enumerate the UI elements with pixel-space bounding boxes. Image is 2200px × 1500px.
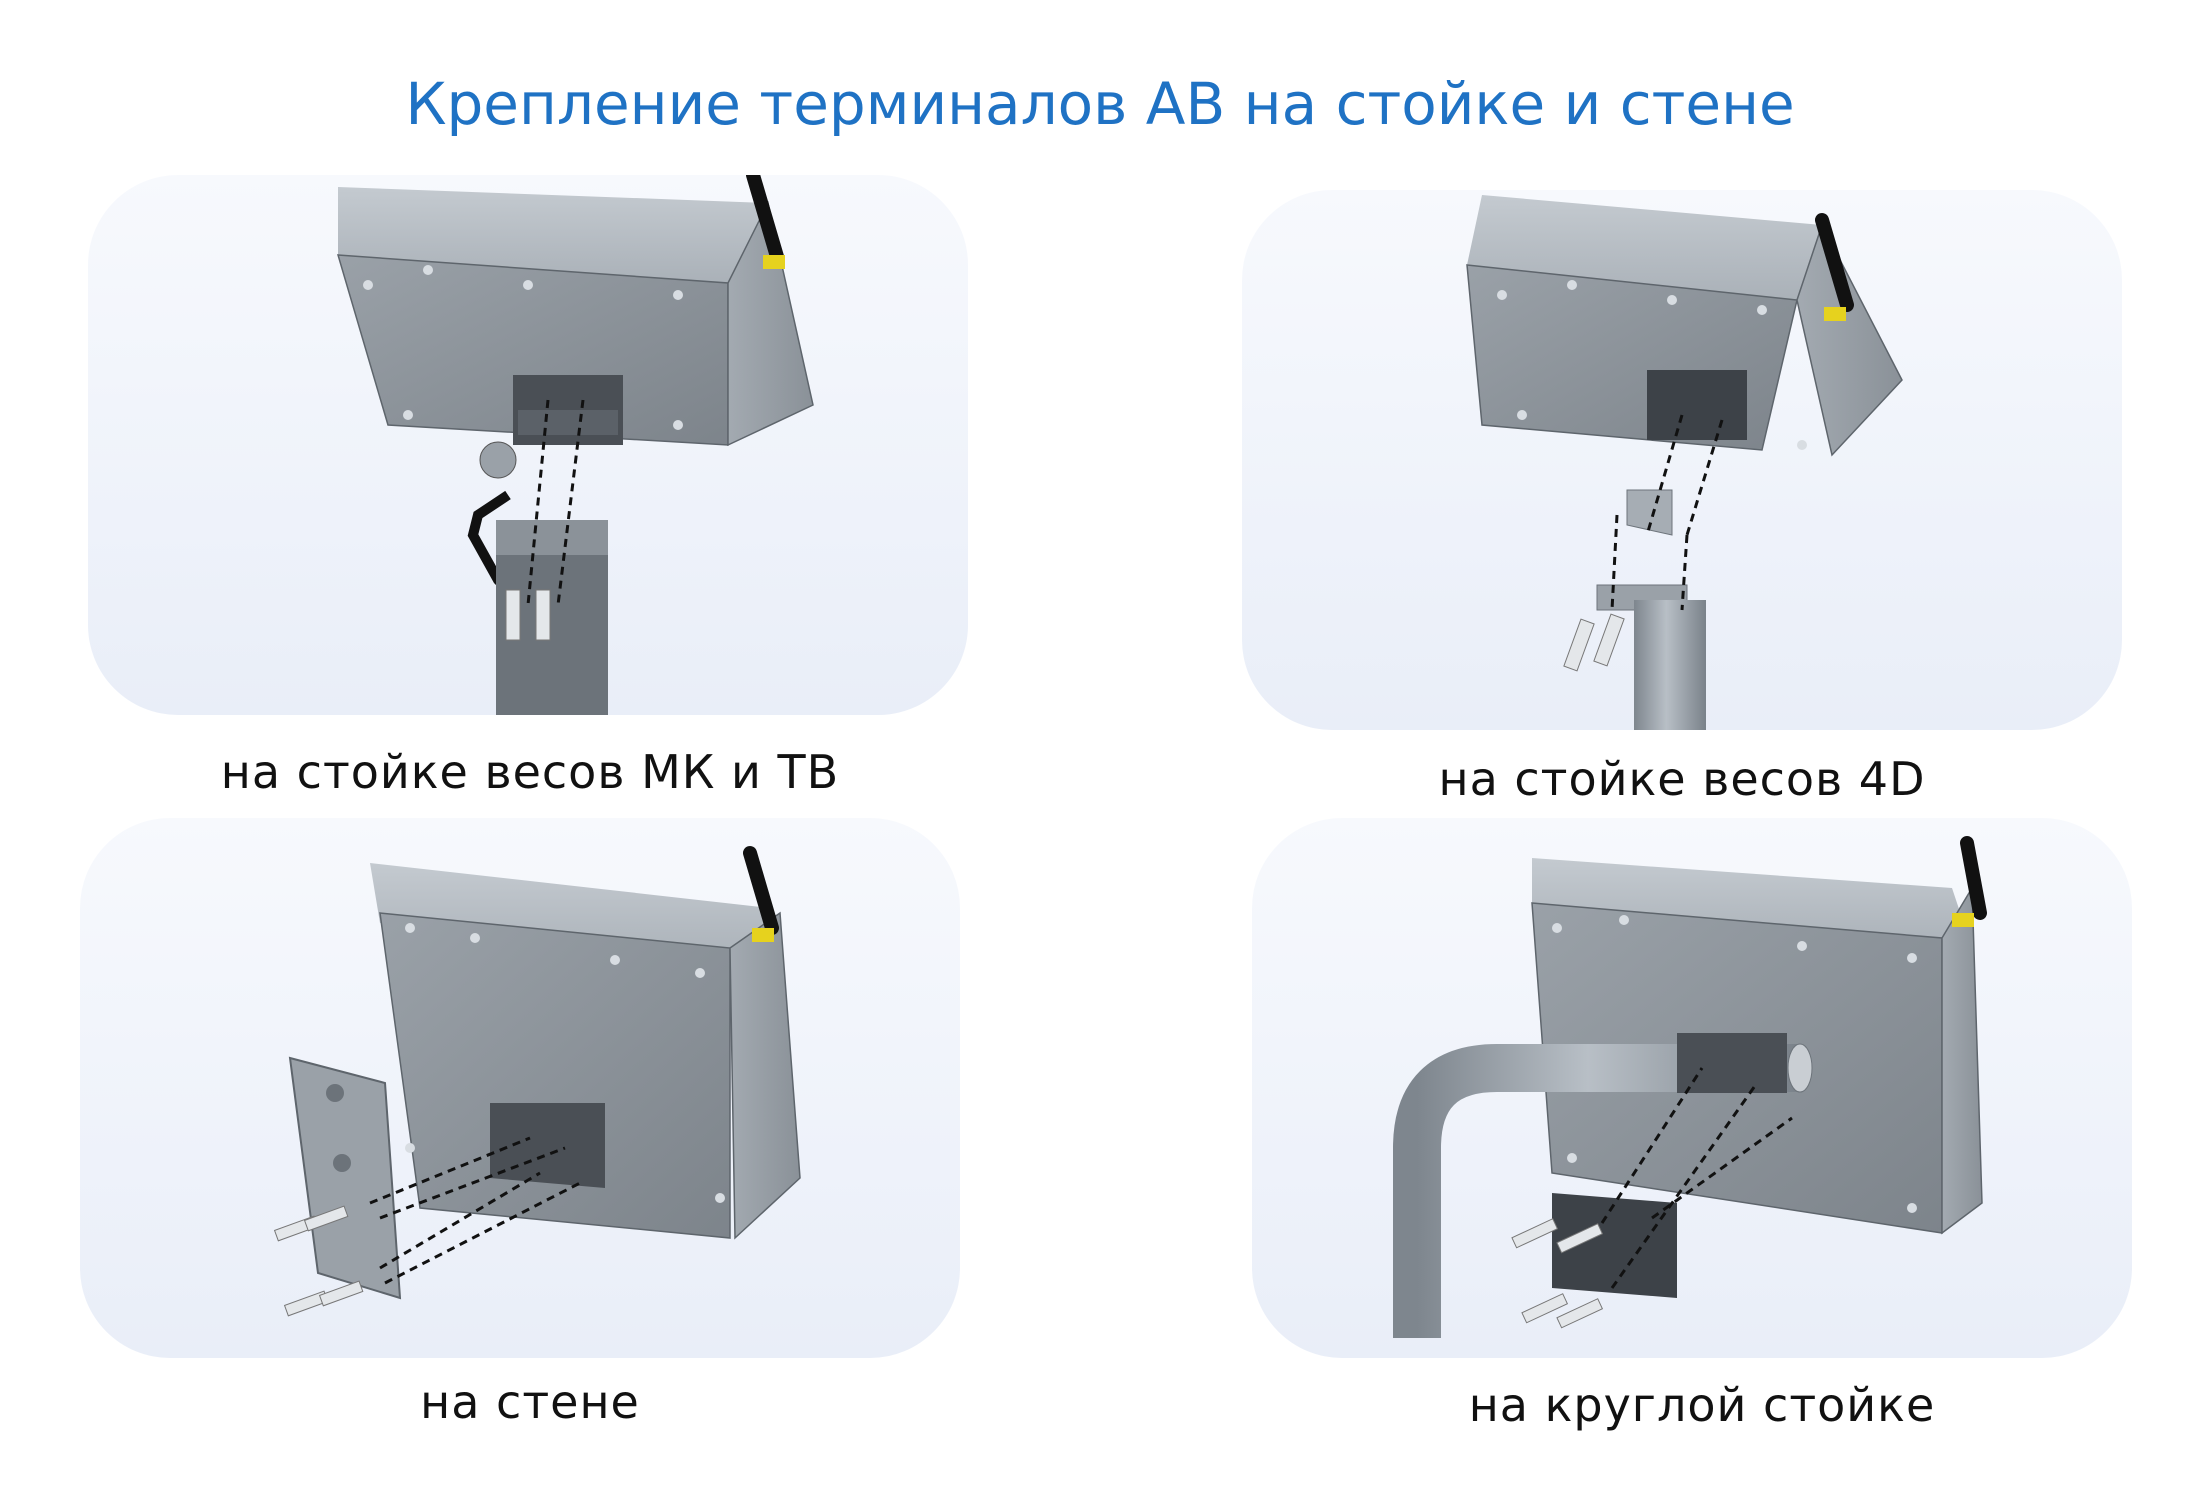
antenna-icon bbox=[743, 846, 779, 942]
mounting-bracket bbox=[490, 1103, 605, 1188]
terminal bbox=[370, 863, 801, 1240]
mount-diagram-scale-post-mk-tb bbox=[88, 175, 968, 715]
alignment-lines bbox=[1610, 414, 1724, 611]
alignment-lines bbox=[526, 399, 585, 606]
antenna-icon bbox=[746, 175, 785, 269]
post bbox=[496, 520, 608, 715]
mounting-bracket bbox=[1552, 1033, 1787, 1298]
mount-diagram-scale-post-4d bbox=[1242, 190, 2122, 730]
wall-plate bbox=[288, 1056, 402, 1300]
screws-icon bbox=[1563, 613, 1625, 672]
page-title: Крепление терминалов АВ на стойке и стен… bbox=[405, 70, 1795, 138]
caption-scale-post-mk-tb: на стойке весов МК и ТВ bbox=[220, 745, 840, 799]
terminal bbox=[336, 187, 814, 447]
caption-round-post: на круглой стойке bbox=[1468, 1378, 1936, 1432]
caption-wall: на стене bbox=[420, 1375, 640, 1429]
mounting-bracket bbox=[513, 375, 623, 445]
terminal bbox=[1466, 195, 1903, 457]
caption-scale-post-4d: на стойке весов 4D bbox=[1438, 752, 1926, 806]
mount-diagram-round-post bbox=[1252, 818, 2132, 1358]
screws-icon bbox=[505, 589, 551, 641]
alignment-lines bbox=[1600, 1067, 1793, 1289]
alignment-lines bbox=[369, 1136, 581, 1285]
screws-icon bbox=[1511, 1218, 1604, 1329]
screws-icon bbox=[273, 1205, 364, 1317]
post bbox=[1634, 600, 1706, 730]
mount-diagram-wall bbox=[80, 818, 960, 1358]
antenna-icon bbox=[1815, 213, 1854, 321]
round-pipe bbox=[1393, 1043, 1813, 1338]
antenna-icon bbox=[1952, 836, 1987, 927]
